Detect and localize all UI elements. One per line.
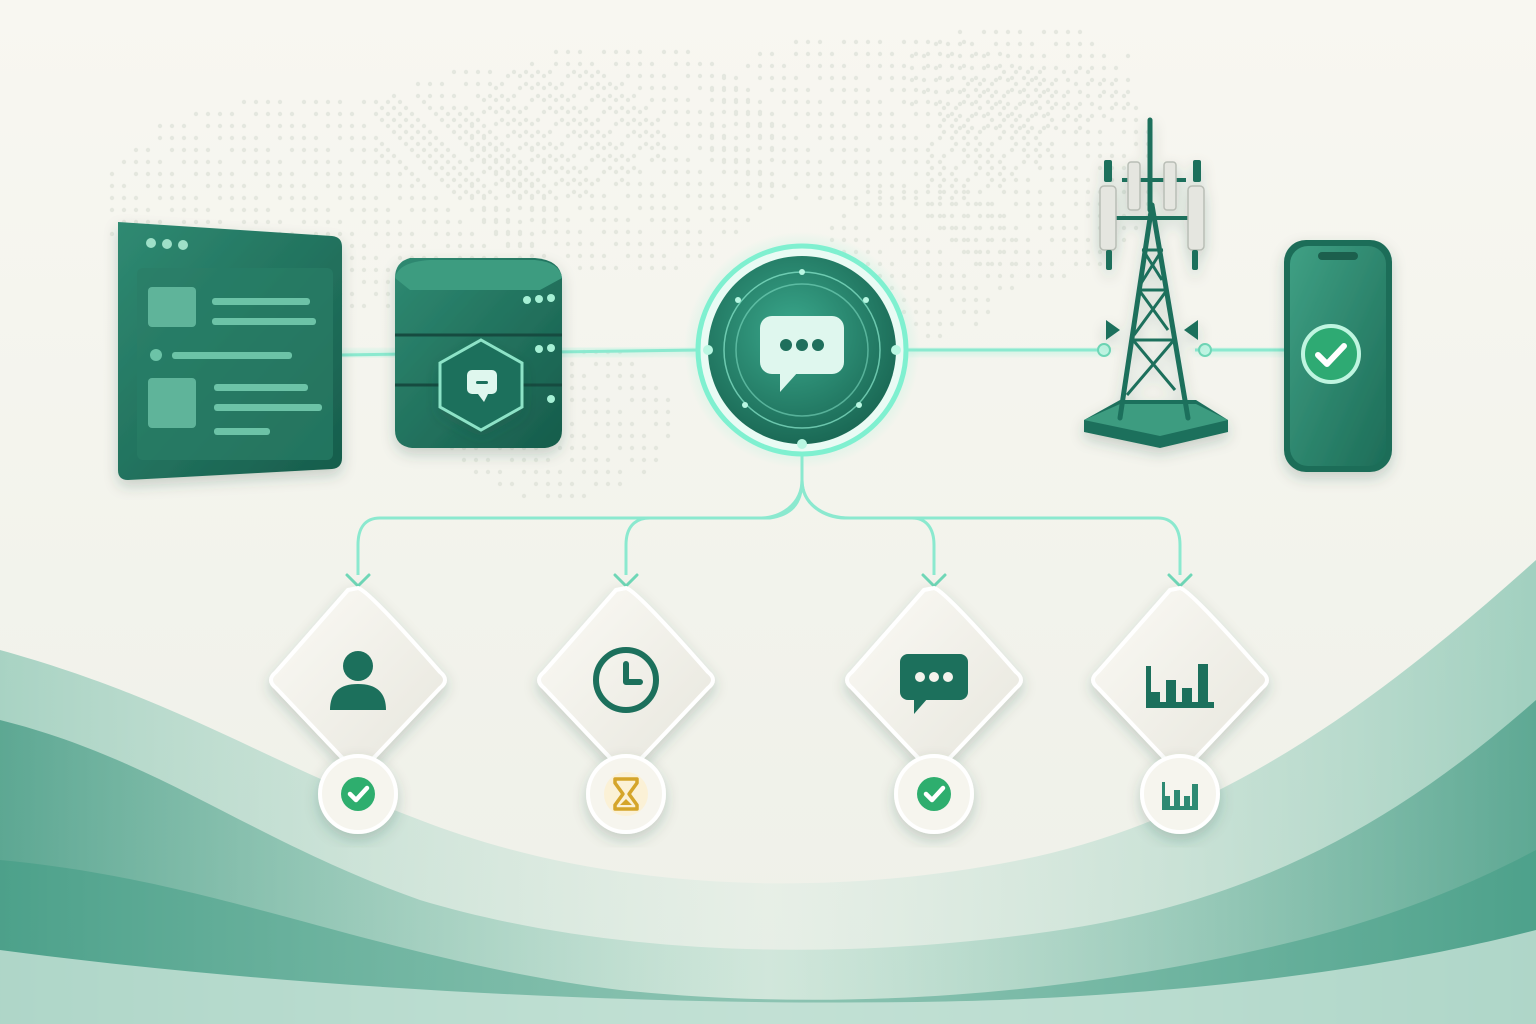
web-app-window: [118, 222, 342, 480]
bar-chart-icon: [1162, 782, 1198, 810]
window-controls: [146, 238, 188, 250]
outcome-card: [1091, 585, 1269, 770]
content-image-block: [148, 378, 196, 428]
clock-icon: [593, 647, 659, 713]
outcome-cards: [269, 585, 1269, 834]
message-hub: [684, 232, 920, 468]
shield-message-icon: [438, 338, 524, 432]
smartphone-icon: [1284, 240, 1392, 472]
chat-bubble-icon: [760, 316, 844, 392]
outcome-card: [845, 585, 1023, 770]
user-icon: [330, 651, 386, 710]
status-badge: [1140, 754, 1220, 834]
content-image-block: [148, 287, 196, 327]
status-badge: [586, 754, 666, 834]
check-icon: [1301, 324, 1361, 384]
check-icon: [917, 777, 951, 811]
status-badge: [318, 754, 398, 834]
check-icon: [341, 777, 375, 811]
decorative-waves: [0, 560, 1536, 1024]
outcome-card: [269, 585, 447, 770]
chat-bubble-icon: [900, 654, 968, 714]
phone-notch: [1318, 252, 1358, 260]
cell-tower-icon: [1084, 117, 1228, 448]
status-badge: [894, 754, 974, 834]
hourglass-icon: [604, 772, 648, 816]
bar-chart-icon: [1146, 664, 1214, 708]
